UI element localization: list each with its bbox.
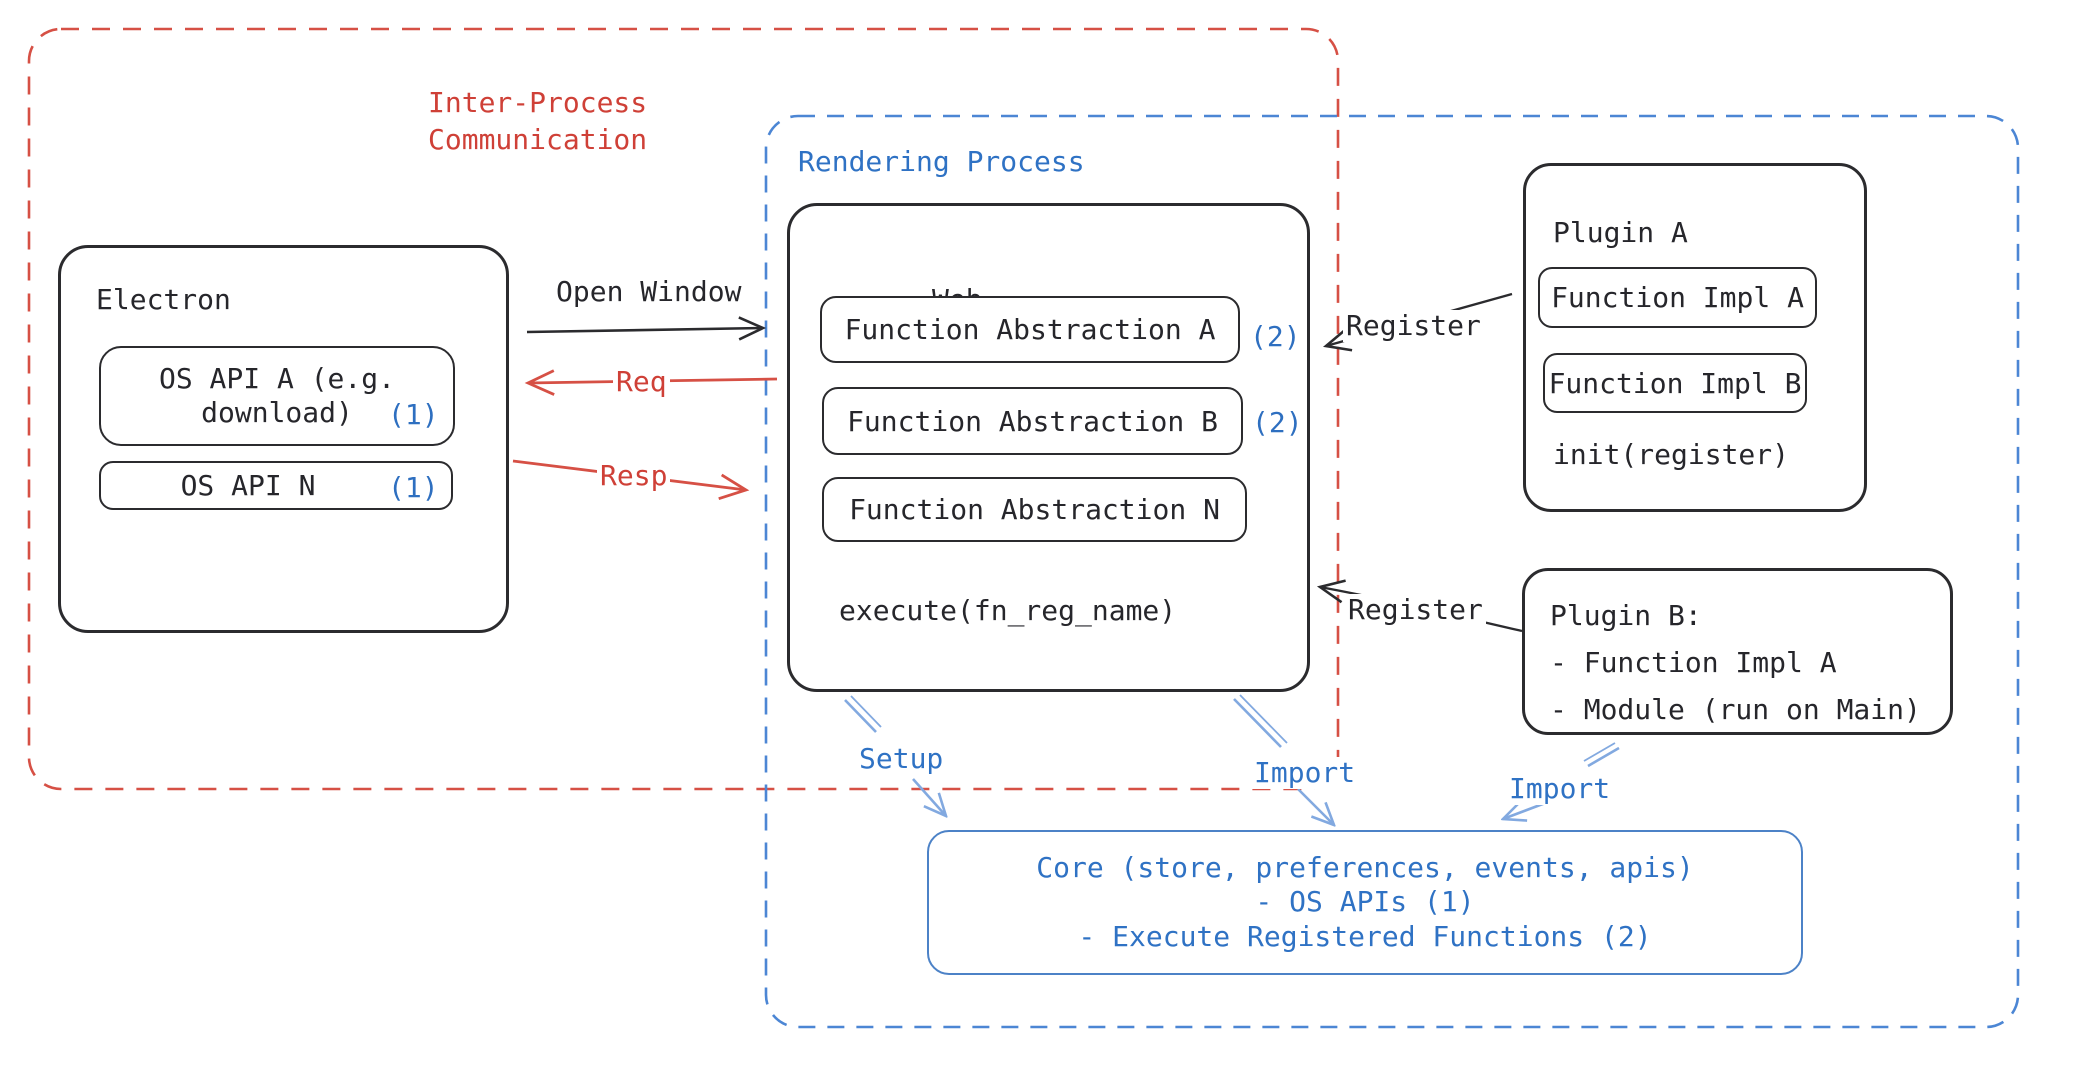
os-api-n-badge: (1): [388, 471, 439, 504]
open-window-label: Open Window: [556, 275, 742, 308]
setup-arrow-tail: [844, 699, 877, 733]
plugin-b-text: Plugin B: - Function Impl A - Module (ru…: [1550, 592, 1921, 733]
execute-call-text: execute(fn_reg_name): [839, 594, 1177, 627]
core-line2: - OS APIs (1): [1255, 885, 1475, 919]
os-api-a-badge: (1): [388, 398, 439, 431]
import-plugin-b-arrow-tail2: [1583, 742, 1616, 762]
function-abstraction-b-badge: (2): [1252, 406, 1303, 439]
plugin-b-line1: Plugin B:: [1550, 599, 1702, 632]
function-abstraction-b-label: Function Abstraction B: [847, 404, 1218, 438]
os-api-n-label: OS API N: [180, 469, 316, 502]
register-plugin-a-label: Register: [1343, 309, 1484, 343]
function-abstraction-a-label: Function Abstraction A: [844, 313, 1216, 346]
plugin-b-line3: - Module (run on Main): [1550, 693, 1921, 726]
function-impl-b-label: Function Impl B: [1548, 366, 1802, 400]
import-web-label: Import: [1251, 756, 1359, 790]
req-label: Req: [613, 365, 670, 399]
rendering-region-title: Rendering Process: [798, 145, 1085, 178]
function-impl-a-label: Function Impl A: [1551, 281, 1804, 314]
os-api-a-box: OS API A (e.g. download): [99, 346, 455, 446]
electron-title: Electron: [96, 283, 231, 316]
core-line3: - Execute Registered Functions (2): [1078, 919, 1652, 953]
function-impl-b-box: Function Impl B: [1543, 353, 1807, 413]
setup-arrow-tail2: [850, 695, 882, 728]
plugin-a-init-text: init(register): [1553, 438, 1790, 471]
function-abstraction-a-box: Function Abstraction A: [820, 296, 1240, 363]
import-web-arrow-tail: [1233, 698, 1282, 748]
function-abstraction-b-box: Function Abstraction B: [822, 387, 1243, 455]
ipc-region-title: Inter-Process Communication: [428, 84, 647, 158]
import-web-arrow-head: [1297, 788, 1334, 825]
resp-label: Resp: [597, 459, 671, 493]
plugin-b-line2: - Function Impl A: [1550, 646, 1837, 679]
function-abstraction-n-label: Function Abstraction N: [849, 493, 1220, 526]
os-api-a-line1: OS API A (e.g.: [158, 362, 395, 395]
setup-arrow-head: [912, 778, 946, 816]
import-plugin-b-arrow-tail: [1587, 746, 1620, 768]
register-plugin-b-label: Register: [1345, 593, 1486, 627]
import-web-arrow-tail2: [1239, 694, 1288, 744]
import-plugin-b-label: Import: [1506, 772, 1614, 806]
function-abstraction-a-badge: (2): [1250, 320, 1301, 353]
setup-label: Setup: [856, 742, 947, 776]
ipc-title-line2: Communication: [428, 123, 648, 156]
ipc-title-line1: Inter-Process: [428, 86, 648, 119]
os-api-a-line2: download): [201, 396, 353, 429]
plugin-a-title: Plugin A: [1553, 216, 1688, 249]
core-line1: Core (store, preferences, events, apis): [1036, 850, 1694, 884]
core-box: Core (store, preferences, events, apis) …: [927, 830, 1803, 975]
function-impl-a-box: Function Impl A: [1538, 267, 1817, 328]
open-window-arrow: [526, 316, 767, 341]
function-abstraction-n-box: Function Abstraction N: [822, 477, 1247, 542]
